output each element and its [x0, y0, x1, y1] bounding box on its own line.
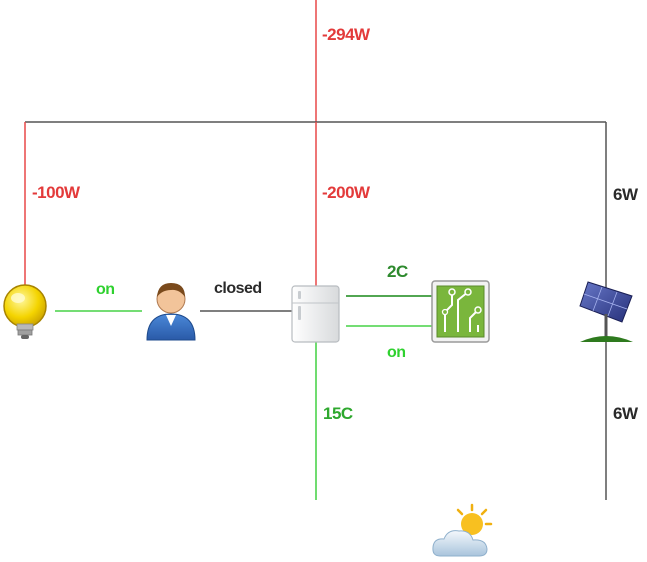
controller-state-label: on — [387, 344, 406, 361]
fridge-power-label: -200W — [322, 183, 370, 202]
sun-cloud-icon[interactable] — [432, 503, 493, 557]
person-icon[interactable] — [146, 283, 196, 341]
door-state-label: closed — [214, 280, 262, 297]
refrigerator-icon[interactable] — [291, 285, 340, 343]
circuit-board-icon[interactable] — [431, 280, 490, 343]
controller-setpoint-label: 2C — [387, 262, 408, 281]
outdoor-temp-label: 15C — [323, 404, 353, 423]
main-power-label: -294W — [322, 25, 370, 44]
solar-panel-icon[interactable] — [579, 281, 633, 342]
lamp-power-label: -100W — [32, 183, 80, 202]
solar-power-bottom-label: 6W — [613, 404, 638, 423]
light-bulb-icon[interactable] — [3, 284, 47, 339]
solar-power-top-label: 6W — [613, 185, 638, 204]
lamp-state-label: on — [96, 281, 115, 298]
